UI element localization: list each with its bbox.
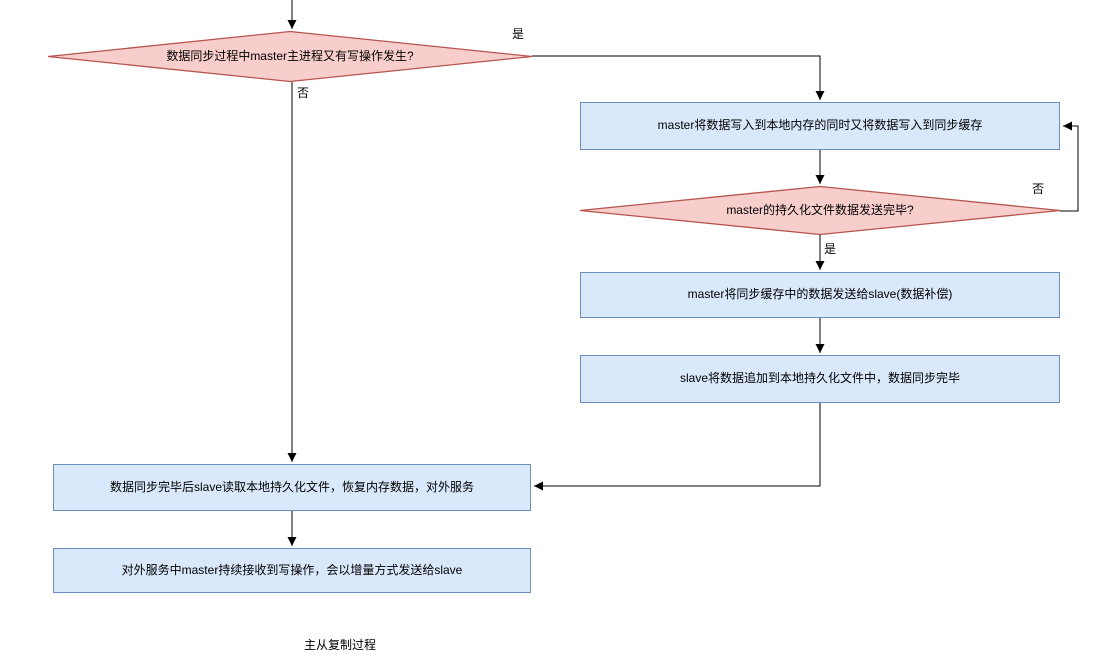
edge-label-d2-yes: 是 [824,242,837,256]
process-p5-box: 对外服务中master持续接收到写操作，会以增量方式发送给slave [53,548,531,593]
process-p3-box: slave将数据追加到本地持久化文件中，数据同步完毕 [580,355,1060,403]
process-p2-box: master将同步缓存中的数据发送给slave(数据补偿) [580,272,1060,318]
decision-d2-diamond [579,185,1061,236]
edge-d1-yes-to-p1 [532,55,825,100]
edge-d2-no-loop-to-p1 [1060,121,1079,212]
decision-d1-diamond [47,30,533,83]
edge-p3-to-p4 [534,403,821,491]
edge-label-d1-no: 否 [297,86,310,100]
process-p1-box: master将数据写入到本地内存的同时又将数据写入到同步缓存 [580,102,1060,150]
edge-label-d2-no: 否 [1032,182,1045,196]
process-p4-box: 数据同步完毕后slave读取本地持久化文件，恢复内存数据，对外服务 [53,464,531,511]
diagram-caption: 主从复制过程 [303,638,376,652]
edge-label-d1-yes: 是 [512,27,525,41]
